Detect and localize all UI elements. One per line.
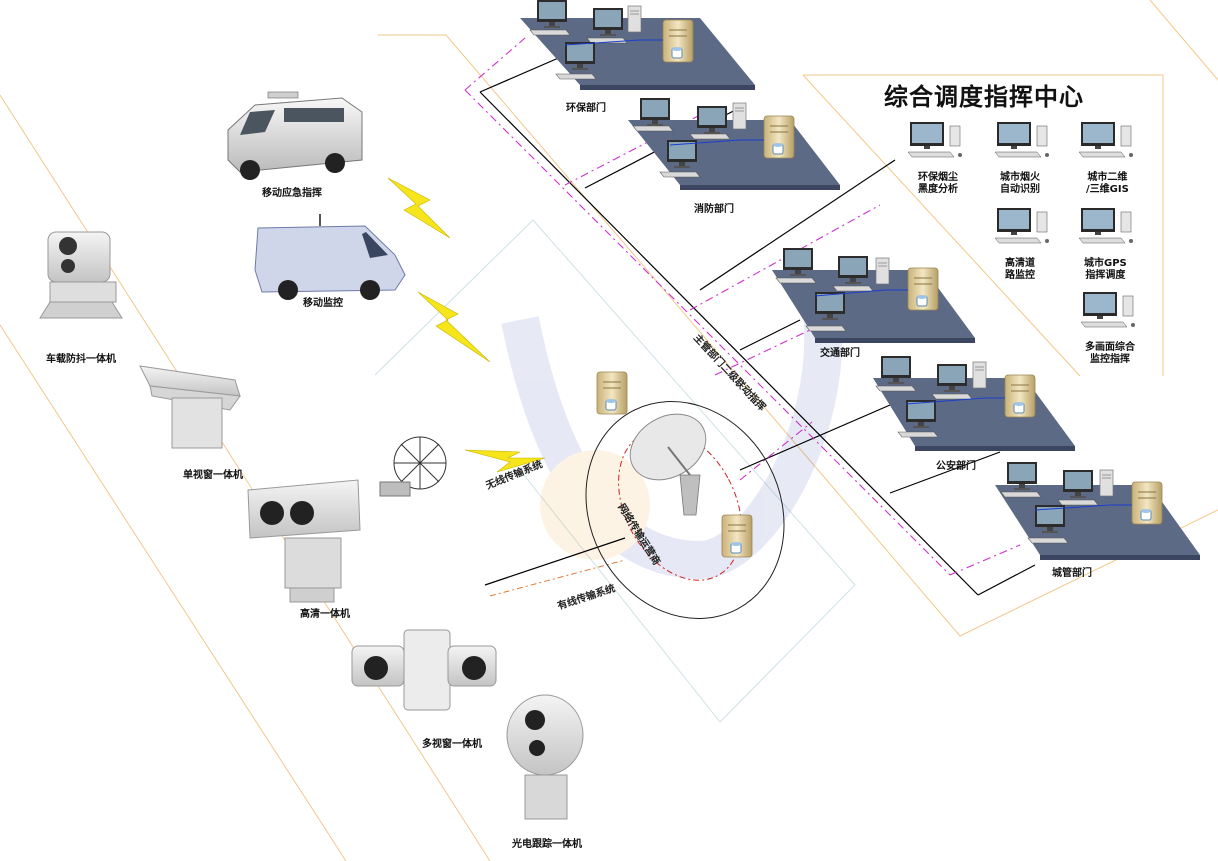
center-item-highway: 高清道 路监控 xyxy=(1005,258,1035,282)
center-item-fire-line1: 城市烟火 xyxy=(1000,172,1040,183)
center-title: 综合调度指挥中心 xyxy=(884,83,1084,111)
center-item-gps: 城市GPS 指挥调度 xyxy=(1084,258,1127,282)
dept-label-fire: 消防部门 xyxy=(694,204,734,215)
center-item-gis-line2: /三维GIS xyxy=(1086,184,1129,195)
dept-platform-fire xyxy=(628,98,840,190)
device-label-single-window: 单视窗一体机 xyxy=(183,470,243,481)
center-item-multi: 多画面综合 监控指挥 xyxy=(1085,342,1135,366)
center-item-multi-line1: 多画面综合 xyxy=(1085,342,1135,353)
network-ring xyxy=(585,371,785,619)
center-item-highway-line1: 高清道 xyxy=(1005,258,1035,269)
vehicle-camera-icon xyxy=(39,231,123,319)
lightning-icons xyxy=(387,177,546,473)
multi-window-camera-icon xyxy=(351,629,497,711)
center-item-gis: 城市二维 /三维GIS xyxy=(1086,172,1129,196)
center-item-smoke-line2: 黑度分析 xyxy=(918,184,958,195)
vehicle-label-command: 移动应急指挥 xyxy=(262,188,322,199)
device-label-multi-window: 多视窗一体机 xyxy=(422,739,482,750)
dept-platform-urban xyxy=(995,462,1200,560)
dept-platform-env xyxy=(520,0,755,90)
police-van-icon xyxy=(227,91,363,180)
dept-label-env: 环保部门 xyxy=(566,103,606,114)
device-label-photoelectric: 光电跟踪一体机 xyxy=(512,839,582,850)
dish-antenna-icon xyxy=(379,436,447,497)
vehicle-label-monitor: 移动监控 xyxy=(303,298,343,309)
center-item-smoke-line1: 环保烟尘 xyxy=(918,172,958,183)
dept-platform-police xyxy=(873,356,1075,451)
center-item-smoke: 环保烟尘 黑度分析 xyxy=(918,172,958,196)
hd-camera-icon xyxy=(247,479,361,603)
center-item-multi-line2: 监控指挥 xyxy=(1090,354,1130,365)
device-label-vehicle-antishake: 车载防抖一体机 xyxy=(46,354,116,365)
center-item-gps-line1: 城市GPS xyxy=(1084,258,1127,269)
dept-platform-traffic xyxy=(772,248,975,343)
center-item-fire: 城市烟火 自动识别 xyxy=(1000,172,1040,196)
dept-label-traffic: 交通部门 xyxy=(820,348,860,359)
orange-dashed-line xyxy=(489,559,626,597)
center-item-fire-line2: 自动识别 xyxy=(1000,184,1040,195)
dept-label-police: 公安部门 xyxy=(936,461,976,472)
center-item-gis-line1: 城市二维 xyxy=(1087,172,1128,183)
center-item-gps-line2: 指挥调度 xyxy=(1085,270,1126,281)
satellite-dish-icon xyxy=(629,413,707,516)
device-label-hd: 高清一体机 xyxy=(300,609,350,620)
single-window-camera-icon xyxy=(139,365,241,449)
monitor-van-icon xyxy=(254,214,406,300)
photoelectric-camera-icon xyxy=(506,694,584,820)
center-item-highway-line2: 路监控 xyxy=(1005,270,1035,281)
dept-label-urban: 城管部门 xyxy=(1052,568,1092,579)
watermark-logo xyxy=(501,296,843,580)
transmission-zone xyxy=(374,219,856,723)
